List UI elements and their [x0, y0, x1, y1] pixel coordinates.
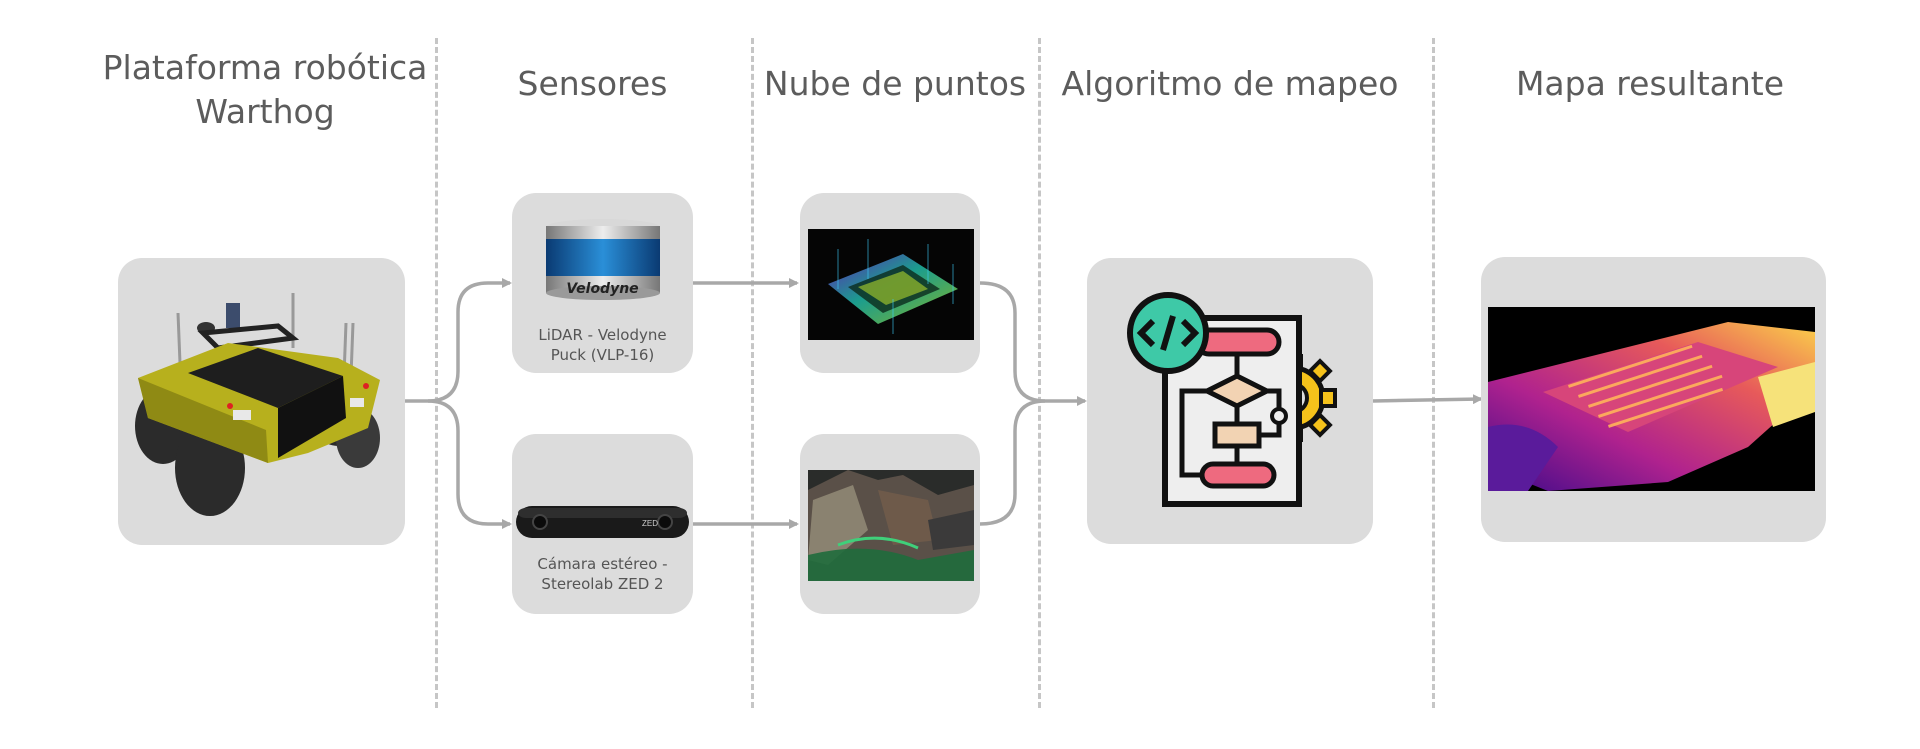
arrow-lidar-cloud-to-algorithm [979, 281, 1087, 406]
arrow-robot-to-camera [427, 399, 512, 529]
lidar-sensor-icon [546, 219, 660, 300]
stereo-camera-icon: ZED [516, 506, 689, 538]
camera-caption: Cámara estéreo - Stereolab ZED 2 [537, 555, 668, 593]
divider-1 [435, 38, 438, 708]
point-cloud-lidar-box [800, 193, 980, 373]
column-title-result-map: Mapa resultante [1515, 64, 1785, 103]
divider-4 [1432, 38, 1435, 708]
divider-2 [751, 38, 754, 708]
camera-sensor-box: ZED Cámara estéreo - Stereolab ZED 2 [512, 434, 693, 614]
point-cloud-lidar-image [808, 229, 974, 340]
point-cloud-camera-box [800, 434, 980, 614]
arrow-algorithm-to-map [1372, 394, 1483, 405]
arrow-robot-to-lidar [405, 278, 512, 403]
camera-brand-label: ZED [642, 519, 658, 528]
lidar-brand-label: Velodyne [566, 281, 639, 297]
lidar-sensor-box: Velodyne LiDAR - Velodyne Puck (VLP-16) [512, 193, 693, 373]
point-cloud-camera-image [808, 470, 974, 581]
resulting-map-image [1488, 307, 1815, 491]
arrow-camera-cloud-to-algorithm [979, 399, 1046, 526]
lidar-caption: LiDAR - Velodyne Puck (VLP-16) [538, 326, 667, 364]
robot-warthog-icon [135, 293, 380, 516]
column-title-sensors: Sensores [517, 64, 668, 103]
column-title-platform: Plataforma robótica Warthog [102, 48, 428, 131]
divider-3 [1038, 38, 1041, 708]
robot-platform-box [118, 258, 405, 545]
result-map-box [1481, 257, 1826, 542]
algorithm-flowchart-icon [1127, 292, 1337, 507]
algorithm-box [1087, 258, 1373, 544]
column-title-point-cloud: Nube de puntos [763, 64, 1027, 103]
column-title-mapping-algorithm: Algoritmo de mapeo [1061, 64, 1399, 103]
